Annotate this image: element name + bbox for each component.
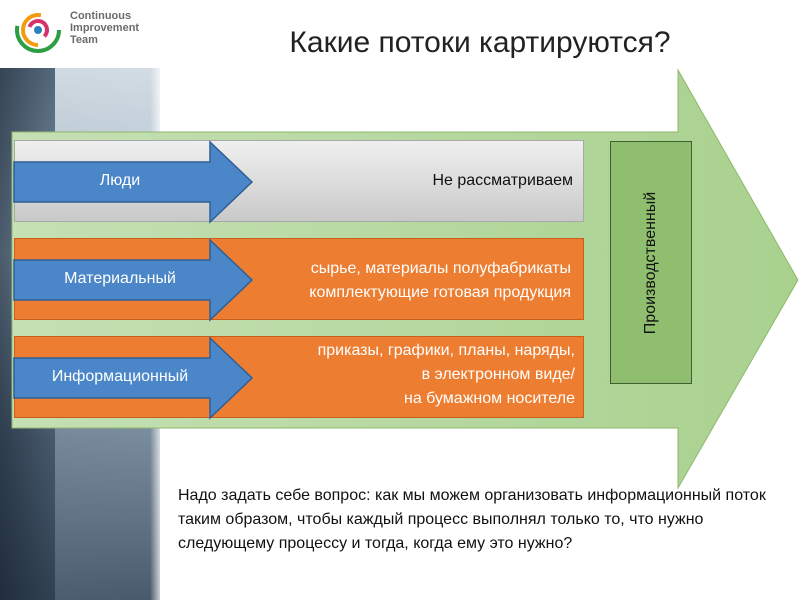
logo-text: Continuous Improvement Team bbox=[70, 10, 170, 46]
question-text: Надо задать себе вопрос: как мы можем ор… bbox=[178, 487, 766, 552]
material-arrow bbox=[13, 238, 254, 322]
logo-line: Improvement bbox=[70, 22, 140, 34]
description-line: на бумажном носителе bbox=[403, 390, 575, 407]
logo-line: Continuous bbox=[70, 10, 132, 22]
people-arrow bbox=[13, 140, 254, 224]
production-box: Производственный bbox=[610, 141, 692, 384]
production-label: Производственный bbox=[642, 191, 659, 334]
material-label: Материальный bbox=[64, 270, 176, 287]
description-line: комплектующие готовая продукция bbox=[309, 284, 571, 301]
people-label: Люди bbox=[99, 172, 141, 189]
material-description: сырье, материалы полуфабрикаты комплекту… bbox=[309, 257, 571, 305]
description-line: Не рассматриваем bbox=[432, 172, 573, 189]
information-label: Информационный bbox=[51, 368, 189, 385]
logo-line: Team bbox=[70, 34, 98, 46]
people-description: Не рассматриваем bbox=[432, 169, 573, 193]
information-description: приказы, графики, планы, наряды, в элект… bbox=[318, 339, 575, 411]
description-line: сырье, материалы полуфабрикаты bbox=[310, 260, 571, 277]
description-line: в электронном виде/ bbox=[421, 366, 575, 383]
information-arrow bbox=[13, 336, 254, 420]
description-line: приказы, графики, планы, наряды, bbox=[317, 342, 575, 359]
page-title: Какие потоки картируются? bbox=[289, 26, 671, 59]
logo-swirl-icon bbox=[15, 7, 61, 53]
